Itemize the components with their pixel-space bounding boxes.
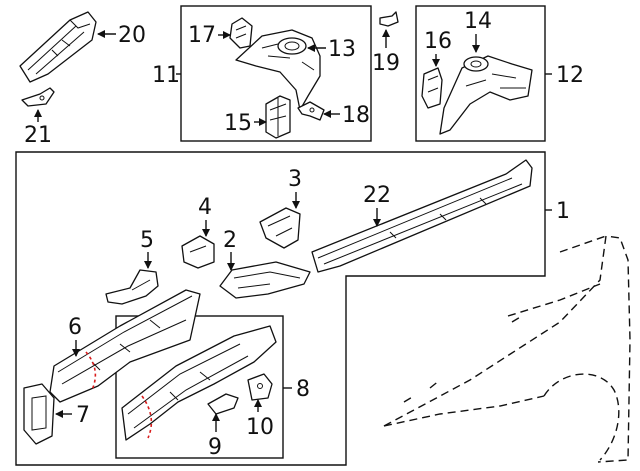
part-13-shock-tower [235, 29, 321, 111]
callout-8: 8 [296, 377, 310, 402]
part-15-reinforcement [265, 95, 291, 139]
part-10-bracket [247, 373, 273, 401]
callout-18: 18 [342, 103, 370, 128]
callout-15: 15 [224, 111, 252, 136]
part-22-side-rail [311, 159, 533, 273]
callout-4: 4 [198, 195, 212, 220]
callout-20: 20 [118, 23, 146, 48]
callout-3: 3 [288, 167, 302, 192]
callout-1: 1 [556, 199, 570, 224]
part-9-bracket [207, 393, 239, 415]
callout-14: 14 [464, 9, 492, 34]
callout-21: 21 [24, 123, 52, 148]
part-20-upper-rail [19, 11, 97, 83]
part-4-bracket [181, 235, 215, 269]
callout-19: 19 [372, 51, 400, 76]
part-18-bracket [297, 101, 325, 121]
part-17-bracket [229, 17, 253, 49]
part-5-bracket [105, 269, 159, 305]
part-16-reinforcement [421, 67, 443, 109]
callout-10: 10 [246, 415, 274, 440]
callout-16: 16 [424, 29, 452, 54]
part-7-end-plate [23, 383, 55, 445]
part-19-bracket [379, 11, 399, 27]
cut-line-6 [85, 351, 97, 391]
callout-6: 6 [68, 315, 82, 340]
callout-13: 13 [328, 37, 356, 62]
callout-2: 2 [223, 228, 237, 253]
group-box-1 [15, 151, 546, 466]
part-8-inner-rail [121, 325, 277, 441]
callout-5: 5 [140, 228, 154, 253]
part-14-shock-tower [439, 55, 533, 135]
callout-22: 22 [363, 183, 391, 208]
part-21-bracket [21, 87, 55, 107]
part-6-front-rail [49, 289, 201, 403]
callout-17: 17 [188, 23, 216, 48]
callout-12: 12 [556, 63, 584, 88]
part-3-bracket [259, 207, 301, 249]
callout-9: 9 [208, 435, 222, 460]
part-2-extension [219, 261, 311, 299]
callout-11: 11 [152, 63, 180, 88]
group-box-8 [115, 315, 284, 459]
callout-7: 7 [76, 403, 90, 428]
fender-outline [383, 235, 631, 463]
